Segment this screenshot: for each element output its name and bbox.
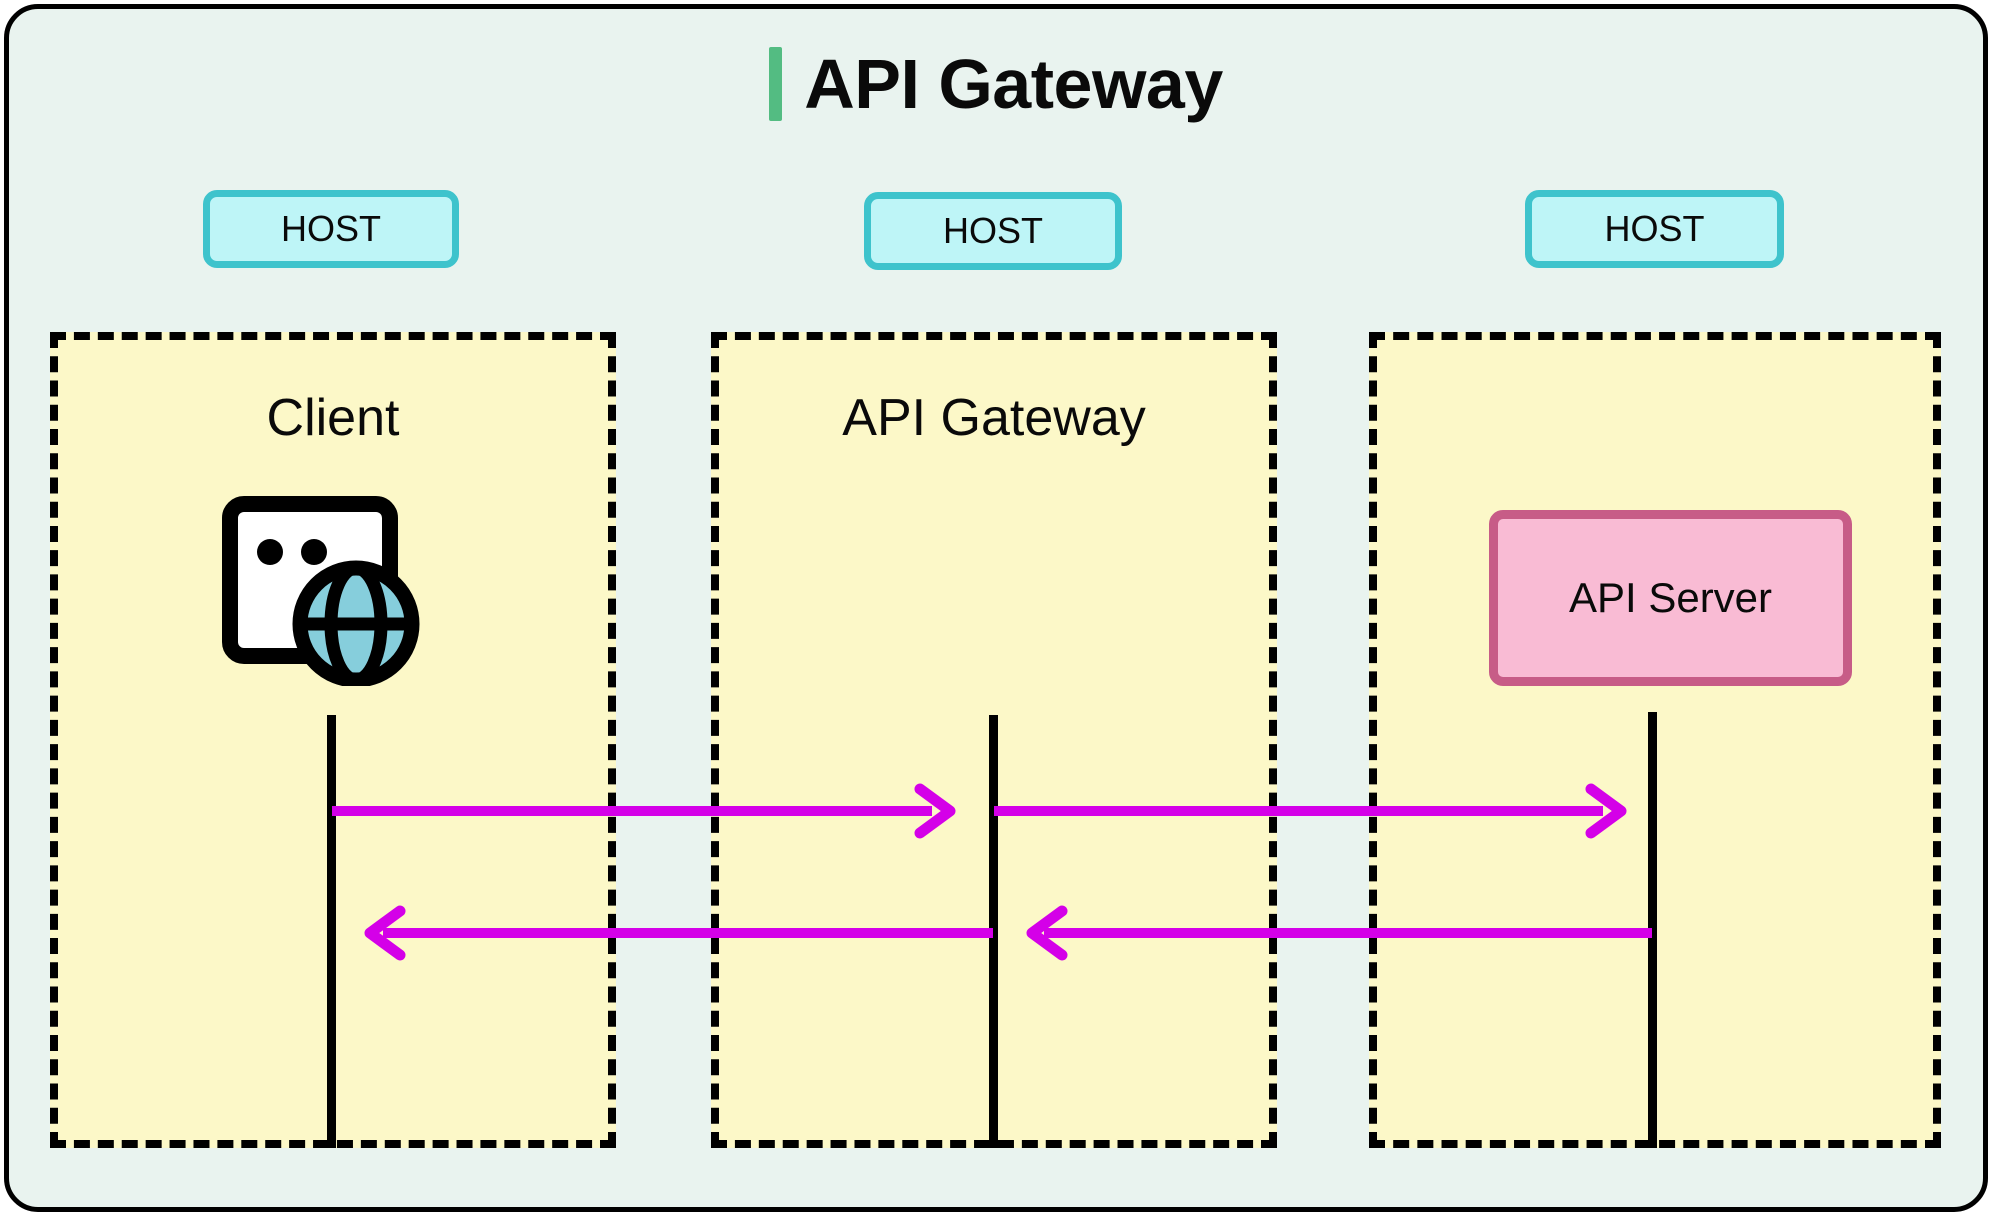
host-badge-client: HOST [203, 190, 459, 268]
api-server-label: API Server [1568, 574, 1773, 621]
message-line-response-server-to-gateway [1044, 928, 1652, 938]
page-title: API Gateway [804, 45, 1223, 123]
message-line-request-gateway-to-server [994, 806, 1603, 816]
host-container-title: API Gateway [842, 389, 1146, 447]
message-arrowhead-response-server-to-gateway [1018, 905, 1074, 961]
api-server-node: API Server [1489, 510, 1852, 686]
host-badge-label: HOST [280, 208, 381, 249]
host-badge-api-server: HOST [1525, 190, 1784, 268]
message-line-request-client-to-gateway [332, 806, 932, 816]
host-badge-label: HOST [1604, 208, 1705, 249]
browser-globe-icon [222, 496, 430, 688]
message-arrowhead-request-gateway-to-server [1579, 783, 1635, 839]
host-container-title: Client [266, 389, 400, 447]
message-arrowhead-request-client-to-gateway [908, 783, 964, 839]
message-arrowhead-response-gateway-to-client [356, 905, 412, 961]
message-line-response-gateway-to-client [383, 928, 993, 938]
diagram-title: API Gateway [0, 36, 1992, 132]
host-badge-label: HOST [942, 210, 1043, 251]
lifeline-api-gateway [989, 715, 998, 1148]
host-badge-api-gateway: HOST [864, 192, 1122, 270]
lifeline-api-server [1648, 712, 1657, 1148]
title-accent-bar [769, 47, 783, 121]
lifeline-client [327, 715, 336, 1148]
